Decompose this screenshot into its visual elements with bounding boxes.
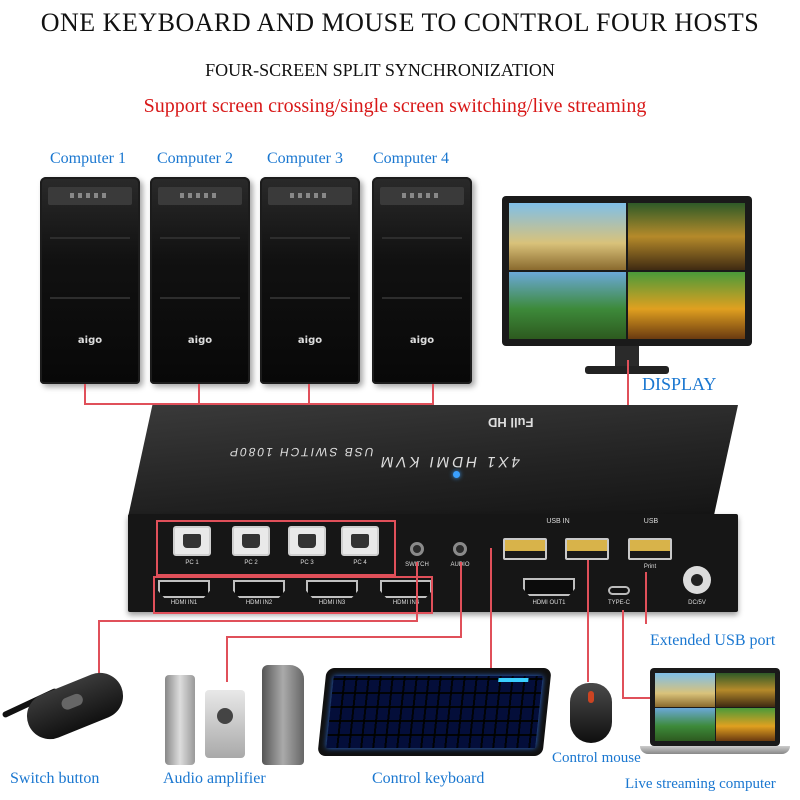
connector-typec-down — [622, 610, 624, 698]
computer-4-tower: aigo — [372, 177, 472, 384]
computer-1-label: Computer 1 — [50, 150, 126, 167]
connector-mouse — [587, 560, 589, 682]
typec-label: TYPE-C — [607, 600, 630, 606]
keyboard-keys — [326, 676, 543, 748]
connector-audio-up — [460, 562, 462, 638]
computer-1-tower: aigo — [40, 177, 140, 384]
screen-quadrant-4 — [628, 272, 745, 339]
switch-button-label: Switch button — [10, 770, 100, 787]
screen-quadrant-2 — [628, 203, 745, 270]
screen-quadrant-1 — [509, 203, 626, 270]
connector-audio-horizontal — [226, 636, 462, 638]
computer-3-logo: aigo — [297, 335, 323, 346]
page-title: ONE KEYBOARD AND MOUSE TO CONTROL FOUR H… — [40, 8, 760, 37]
control-keyboard-device — [317, 668, 552, 756]
print-label: Print — [643, 564, 657, 570]
extended-usb-label: Extended USB port — [650, 632, 776, 649]
usb-in-label: USB IN — [546, 518, 570, 525]
live-streaming-label: Live streaming computer — [625, 776, 776, 792]
speaker-left — [165, 675, 195, 765]
monitor-stand — [615, 346, 639, 368]
hdmi-in-label-4: HDMI IN4 — [392, 600, 420, 606]
connector-switch-vertical — [98, 620, 100, 682]
usb-print-port[interactable] — [628, 538, 672, 560]
connector-audio-vertical — [226, 636, 228, 682]
kvm-top-subtitle: USB SWITCH 1080P — [226, 445, 375, 459]
audio-amplifier-label: Audio amplifier — [163, 770, 266, 787]
kvm-top-title: 4X1 HDMI KVM — [376, 453, 522, 470]
speaker-right — [262, 665, 304, 765]
computer-2-logo: aigo — [187, 335, 213, 346]
usb-b-group-outline — [156, 520, 396, 576]
audio-jack-label: AUDIO — [444, 562, 476, 568]
hdmi-in-port-2[interactable] — [233, 580, 285, 598]
usb-in-port-2[interactable] — [565, 538, 609, 560]
display-monitor — [502, 196, 752, 346]
hdmi-in-label-2: HDMI IN2 — [245, 600, 273, 606]
keyboard-led-strip — [498, 678, 529, 682]
computer-1-logo: aigo — [77, 335, 103, 346]
display-label: DISPLAY — [642, 374, 717, 394]
connector-bus-top — [84, 403, 434, 405]
laptop-quadrant-3 — [655, 707, 715, 741]
usb-b-port-pc3[interactable] — [288, 526, 326, 556]
audio-jack[interactable] — [453, 542, 467, 556]
switch-jack[interactable] — [410, 542, 424, 556]
kvm-device-top: 4X1 HDMI KVM USB SWITCH 1080P Full HD — [128, 405, 738, 517]
control-mouse-device — [570, 683, 612, 743]
connector-pc3-drop — [308, 384, 310, 404]
speaker-subwoofer — [205, 690, 245, 758]
connector-pc4-drop — [432, 384, 434, 404]
connector-switch-up — [416, 562, 418, 622]
computer-4-label: Computer 4 — [373, 150, 449, 167]
hdmi-in-group-outline — [153, 576, 433, 614]
page-subtitle: FOUR-SCREEN SPLIT SYNCHRONIZATION — [205, 60, 555, 80]
computer-2-label: Computer 2 — [157, 150, 233, 167]
usb-in-port-1[interactable] — [503, 538, 547, 560]
usb-b-port-pc1[interactable] — [173, 526, 211, 556]
page-tagline: Support screen crossing/single screen sw… — [143, 95, 647, 117]
connector-switch-horizontal — [98, 620, 418, 622]
connector-keyboard — [490, 548, 492, 668]
connector-extended-usb — [645, 572, 647, 624]
typec-port[interactable] — [608, 586, 630, 595]
hdmi-in-port-1[interactable] — [158, 580, 210, 598]
control-mouse-label: Control mouse — [552, 750, 641, 766]
hdmi-in-label-3: HDMI IN3 — [318, 600, 346, 606]
connector-pc2-drop — [198, 384, 200, 404]
control-keyboard-label: Control keyboard — [372, 770, 485, 787]
kvm-top-badge: Full HD — [488, 415, 534, 430]
laptop-quadrant-4 — [715, 707, 775, 741]
kvm-device-front: PC 1 PC 2 PC 3 PC 4 SWITCH AUDIO USB IN … — [128, 514, 738, 612]
hdmi-out-port[interactable] — [523, 578, 575, 596]
usb-b-label-pc4: PC 4 — [353, 560, 367, 566]
laptop-split-screen — [655, 673, 775, 741]
usb-b-port-pc2[interactable] — [232, 526, 270, 556]
switch-button-device — [20, 665, 130, 747]
laptop-quadrant-1 — [655, 673, 715, 707]
usb-b-label-pc3: PC 3 — [300, 560, 314, 566]
dc-power-jack[interactable] — [683, 566, 711, 594]
usb-b-port-pc4[interactable] — [341, 526, 379, 556]
dc-label: DC/5V — [688, 600, 706, 606]
computer-4-logo: aigo — [409, 335, 435, 346]
display-split-screen — [509, 203, 745, 339]
laptop-base — [640, 746, 790, 754]
connector-typec-horizontal — [622, 697, 652, 699]
computer-3-label: Computer 3 — [267, 150, 343, 167]
usb-label: USB — [643, 518, 659, 525]
kvm-power-led — [453, 471, 460, 478]
live-streaming-laptop — [650, 668, 780, 746]
computer-3-tower: aigo — [260, 177, 360, 384]
usb-b-label-pc2: PC 2 — [244, 560, 258, 566]
screen-quadrant-3 — [509, 272, 626, 339]
hdmi-out-label: HDMI OUT1 — [532, 600, 566, 606]
hdmi-in-port-3[interactable] — [306, 580, 358, 598]
usb-b-label-pc1: PC 1 — [185, 560, 199, 566]
connector-pc1-drop — [84, 384, 86, 404]
hdmi-in-label-1: HDMI IN1 — [170, 600, 198, 606]
laptop-quadrant-2 — [715, 673, 775, 707]
computer-2-tower: aigo — [150, 177, 250, 384]
